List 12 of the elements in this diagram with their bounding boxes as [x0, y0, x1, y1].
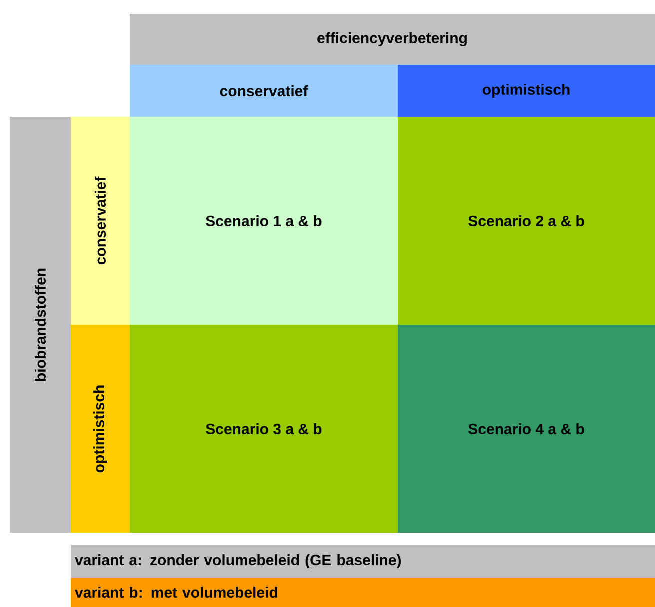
variant-band: variant a: zonder volumebeleid (GE baseline) [71, 545, 655, 578]
scenario-cell: Scenario 2 a & b [398, 117, 655, 325]
column-header: conservatief [130, 65, 398, 117]
scenario-cell: Scenario 4 a & b [398, 325, 655, 533]
row-header: optimistisch [71, 325, 130, 533]
scenario-cell: Scenario 1 a & b [130, 117, 398, 325]
header-band: biobrandstoffen [10, 117, 71, 533]
header-band: efficiencyverbetering [130, 14, 655, 65]
row-header: conservatief [71, 117, 130, 325]
column-header: optimistisch [398, 65, 655, 117]
scenario-cell: Scenario 3 a & b [130, 325, 398, 533]
variant-band: variant b: met volumebeleid [71, 578, 655, 607]
